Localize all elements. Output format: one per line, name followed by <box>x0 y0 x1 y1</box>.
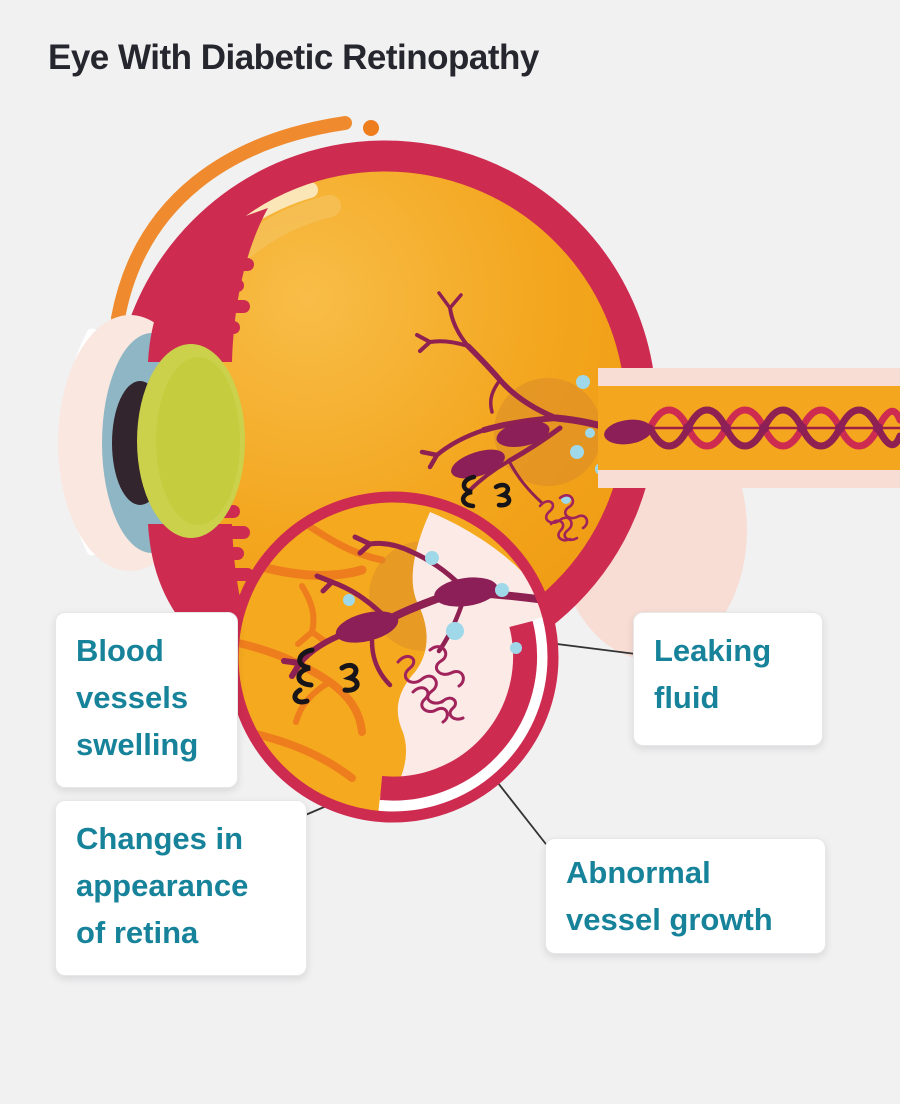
label-changes-in-retina: Changes in appearance of retina <box>55 800 307 976</box>
nerve-entry-swelling <box>604 419 652 445</box>
magnified-squiggles <box>292 647 360 705</box>
magnified-swollen-vessels <box>335 577 498 643</box>
outer-arc-dot <box>363 120 379 136</box>
label-blood-vessels-swelling: Blood vessels swelling <box>55 612 238 788</box>
anterior-eye <box>58 208 268 678</box>
magnified-sclera-arc <box>379 621 538 801</box>
magnifier-inset <box>227 491 559 823</box>
page-title: Eye With Diabetic Retinopathy <box>48 38 539 77</box>
label-leaking-fluid: Leaking fluid <box>633 612 823 746</box>
magnified-fluid-dots <box>343 551 522 654</box>
label-abnormal-vessel-growth: Abnormal vessel growth <box>545 838 826 954</box>
magnified-sclera-white <box>377 615 553 817</box>
nerve-braid-nodes <box>683 423 883 433</box>
magnified-abnormal-curls <box>396 645 465 724</box>
nerve-vessel-braid <box>646 406 900 450</box>
abnormal-vessel-curls <box>538 494 589 542</box>
hemorrhage-squiggles <box>460 474 512 509</box>
lens-core <box>156 357 240 525</box>
swollen-vessels <box>451 420 550 479</box>
eyeball-interior <box>127 154 643 670</box>
outer-orange-arc <box>111 116 352 325</box>
optic-nerve <box>598 368 900 488</box>
